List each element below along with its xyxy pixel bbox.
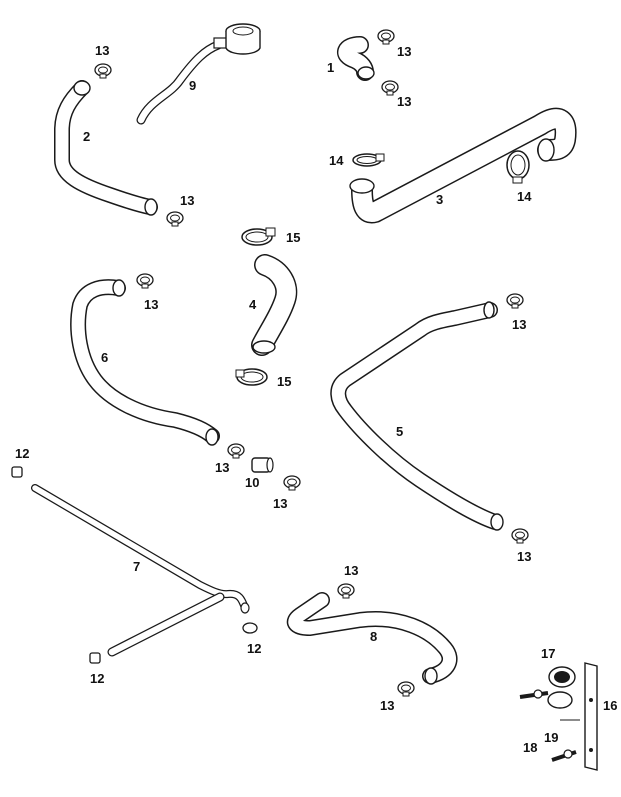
- label-part-18: 18: [523, 740, 537, 755]
- label-part-14-b: 14: [517, 189, 532, 204]
- label-part-13-e: 13: [144, 297, 158, 312]
- label-part-13-a: 13: [95, 43, 109, 58]
- part-12-clips: [11, 466, 258, 664]
- label-part-13-d: 13: [180, 193, 194, 208]
- label-part-14-a: 14: [329, 153, 344, 168]
- label-part-12-c: 12: [90, 671, 104, 686]
- label-part-6: 6: [101, 350, 108, 365]
- label-part-13-j: 13: [344, 563, 358, 578]
- label-part-1: 1: [327, 60, 334, 75]
- part-10-connector: [251, 457, 274, 473]
- bracket-assembly: [519, 662, 598, 771]
- label-part-10: 10: [245, 475, 259, 490]
- label-part-13-g: 13: [215, 460, 229, 475]
- label-part-19: 19: [544, 730, 558, 745]
- part-8-hose: [286, 592, 458, 685]
- label-part-3: 3: [436, 192, 443, 207]
- label-part-13-f: 13: [512, 317, 526, 332]
- label-part-15-b: 15: [277, 374, 291, 389]
- part-13-clamps: [94, 29, 529, 697]
- label-part-13-k: 13: [380, 698, 394, 713]
- part-labels: 1 2 3 4 5 6 7 8 9 10 12 12 12 13 13 13 1…: [15, 43, 617, 755]
- part-1-elbow-hose: [337, 36, 375, 81]
- part-2-upper-hose: [54, 80, 158, 216]
- part-15-clamps: [235, 227, 276, 386]
- label-part-7: 7: [133, 559, 140, 574]
- label-part-2: 2: [83, 129, 90, 144]
- label-part-12-b: 12: [247, 641, 261, 656]
- label-part-16: 16: [603, 698, 617, 713]
- label-part-5: 5: [396, 424, 403, 439]
- part-5-hose: [330, 301, 504, 531]
- part-3-long-hose: [349, 107, 577, 224]
- label-part-8: 8: [370, 629, 377, 644]
- label-part-12-a: 12: [15, 446, 29, 461]
- part-14-clamps: [352, 150, 530, 184]
- part-6-hose: [70, 279, 220, 446]
- label-part-17: 17: [541, 646, 555, 661]
- part-9-breather-hose: [136, 23, 261, 125]
- label-part-13-b: 13: [397, 44, 411, 59]
- label-part-15-a: 15: [286, 230, 300, 245]
- label-part-13-c: 13: [397, 94, 411, 109]
- label-part-13-i: 13: [517, 549, 531, 564]
- part-4-short-hose: [251, 254, 298, 356]
- label-part-9: 9: [189, 78, 196, 93]
- part-7-pipe: [31, 484, 250, 657]
- label-part-13-h: 13: [273, 496, 287, 511]
- label-part-4: 4: [249, 297, 257, 312]
